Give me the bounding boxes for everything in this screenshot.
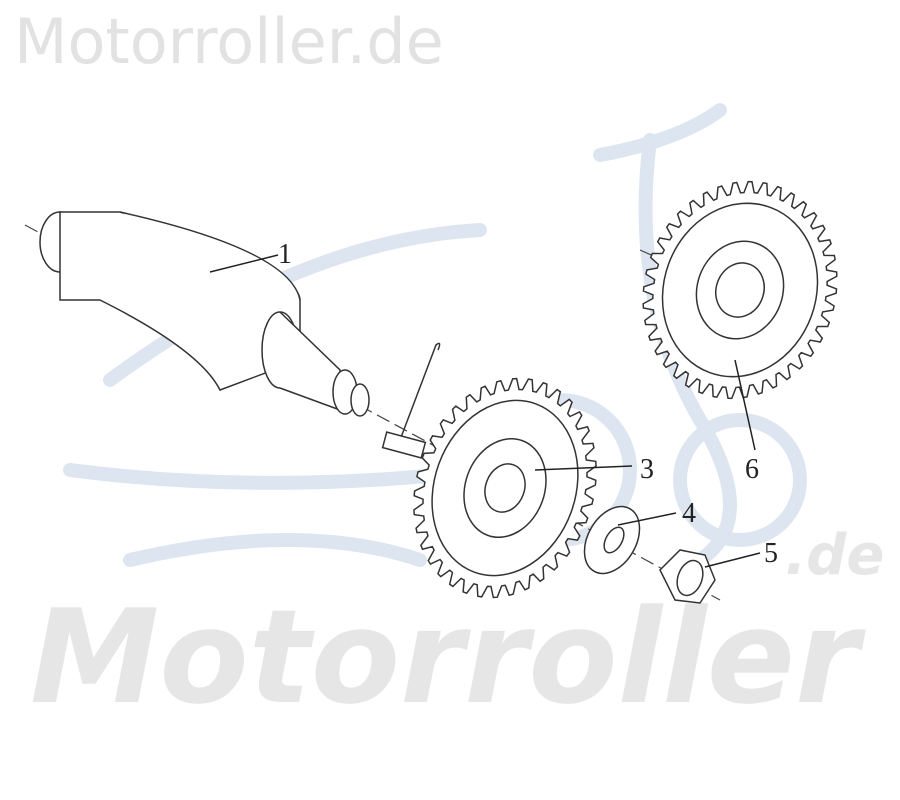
part-label-4: 4 bbox=[682, 498, 696, 529]
part-label-1: 1 bbox=[278, 239, 292, 270]
scooter-logo-watermark bbox=[63, 103, 807, 567]
nut-part bbox=[659, 549, 716, 604]
key-pin-part bbox=[381, 342, 441, 459]
part-label-5: 5 bbox=[764, 538, 778, 569]
leader-lines bbox=[209, 254, 761, 568]
camshaft-part bbox=[39, 211, 370, 417]
gear-bore bbox=[484, 463, 526, 513]
part-label-3: 3 bbox=[640, 454, 654, 485]
watermark-top: Motorroller.de bbox=[14, 5, 444, 78]
gear-bore bbox=[715, 262, 765, 318]
gear-large-part bbox=[413, 377, 597, 599]
watermark-big: Motorroller bbox=[30, 581, 860, 733]
gear-upper-part bbox=[642, 180, 838, 400]
part-label-6: 6 bbox=[745, 454, 759, 485]
watermark-suffix: .de bbox=[785, 523, 885, 588]
